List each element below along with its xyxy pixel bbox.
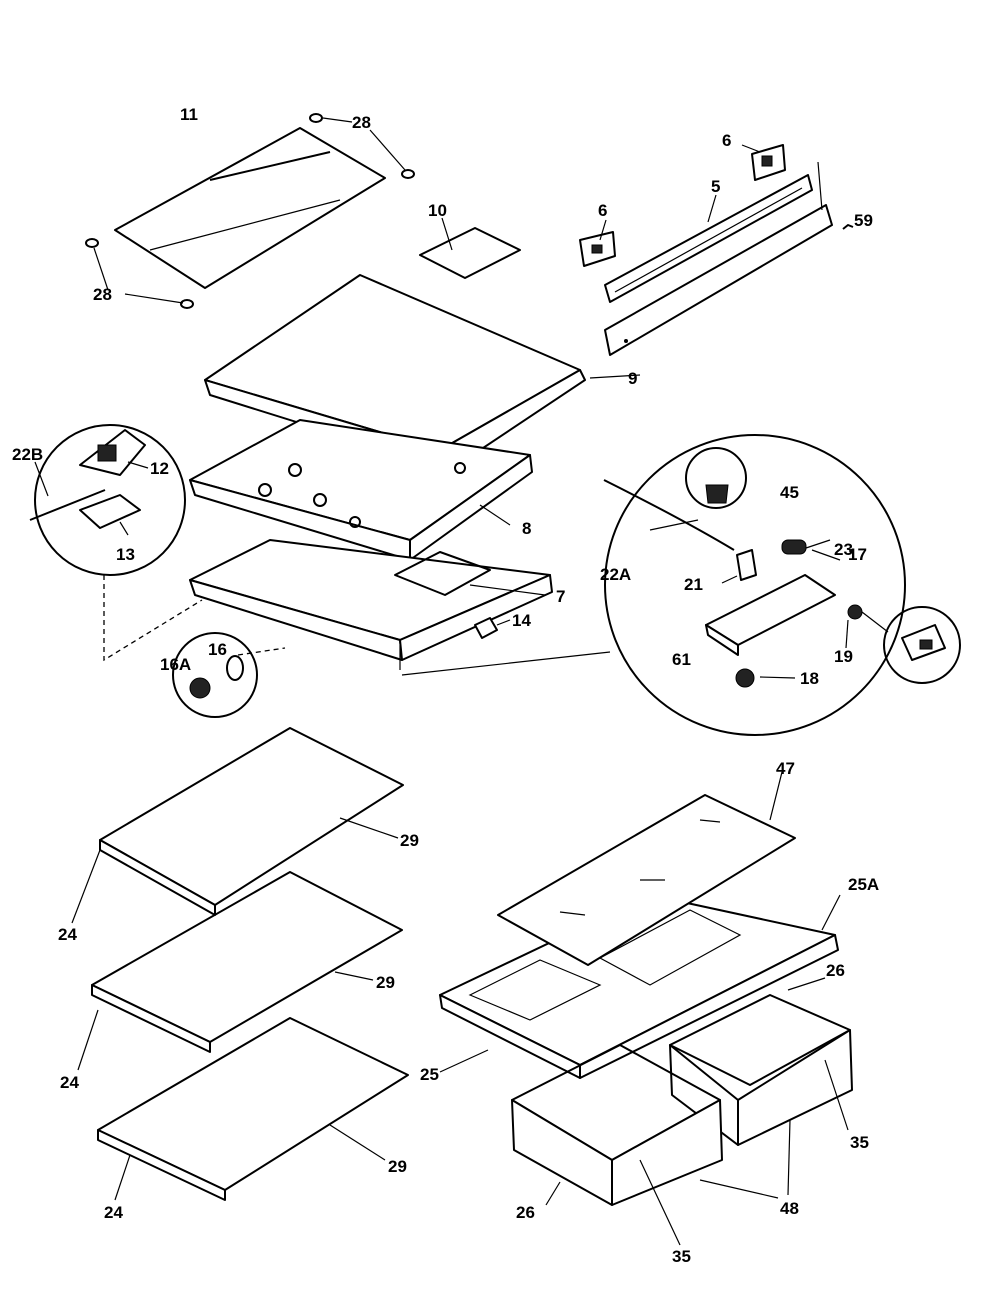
part-label-48: 48 xyxy=(780,1199,799,1218)
part-label-21: 21 xyxy=(684,575,703,594)
part-label-29: 29 xyxy=(400,831,419,850)
part-label-26: 26 xyxy=(826,961,845,980)
part-label-28: 28 xyxy=(93,285,112,304)
part-label-22B: 22B xyxy=(12,445,43,464)
part-label-11: 11 xyxy=(180,105,198,124)
refrigerator-shelf-2 xyxy=(77,871,403,1071)
part-label-12: 12 xyxy=(150,459,169,478)
part-label-59: 59 xyxy=(854,211,873,230)
part-labels: 11 28 28 10 6 6 5 59 9 22B 12 13 8 7 14 … xyxy=(12,105,879,1266)
refrigerator-shelf-1 xyxy=(71,727,404,924)
damper-housing xyxy=(189,419,533,561)
shelf-bracket-assembly xyxy=(579,144,854,356)
part-label-16A: 16A xyxy=(160,655,191,674)
part-label-25A: 25A xyxy=(848,875,879,894)
part-label-5: 5 xyxy=(711,177,720,196)
part-label-14: 14 xyxy=(512,611,531,630)
part-label-6: 6 xyxy=(598,201,607,220)
part-label-18: 18 xyxy=(800,669,819,688)
part-label-24: 24 xyxy=(58,925,77,944)
part-label-29: 29 xyxy=(388,1157,407,1176)
part-label-28: 28 xyxy=(352,113,371,132)
part-label-19: 19 xyxy=(834,647,853,666)
part-label-24: 24 xyxy=(60,1073,79,1092)
part-label-35: 35 xyxy=(672,1247,691,1266)
control-panel-tray xyxy=(189,539,553,661)
part-label-7: 7 xyxy=(556,587,565,606)
part-label-25: 25 xyxy=(420,1065,439,1084)
crisper-glass-cover xyxy=(497,771,796,966)
detail-circle-switch xyxy=(861,606,961,684)
part-label-10: 10 xyxy=(428,201,447,220)
part-label-8: 8 xyxy=(522,519,531,538)
detail-circle-right xyxy=(399,434,906,736)
part-label-24: 24 xyxy=(104,1203,123,1222)
freezer-wire-shelf xyxy=(114,127,386,289)
part-label-47: 47 xyxy=(776,759,795,778)
part-label-13: 13 xyxy=(116,545,135,564)
part-label-35: 35 xyxy=(850,1133,869,1152)
crisper-drawer-left xyxy=(511,1044,791,1246)
refrigerator-shelf-3 xyxy=(97,1017,409,1201)
crisper-cover-frame xyxy=(439,894,841,1079)
part-label-22A: 22A xyxy=(600,565,631,584)
part-label-29: 29 xyxy=(376,973,395,992)
detail-circle-left xyxy=(29,424,203,662)
part-label-23: 23 xyxy=(834,540,853,559)
part-label-61: 61 xyxy=(672,650,691,669)
ice-tray xyxy=(419,217,521,279)
detail-circle-bulb xyxy=(172,632,286,718)
part-label-16: 16 xyxy=(208,640,227,659)
part-label-6: 6 xyxy=(722,131,731,150)
shelf-support-clips xyxy=(85,113,415,309)
part-label-45: 45 xyxy=(780,483,799,502)
control-knob xyxy=(474,617,511,639)
part-label-26: 26 xyxy=(516,1203,535,1222)
part-label-9: 9 xyxy=(628,369,637,388)
part-label-17: 17 xyxy=(848,545,867,564)
